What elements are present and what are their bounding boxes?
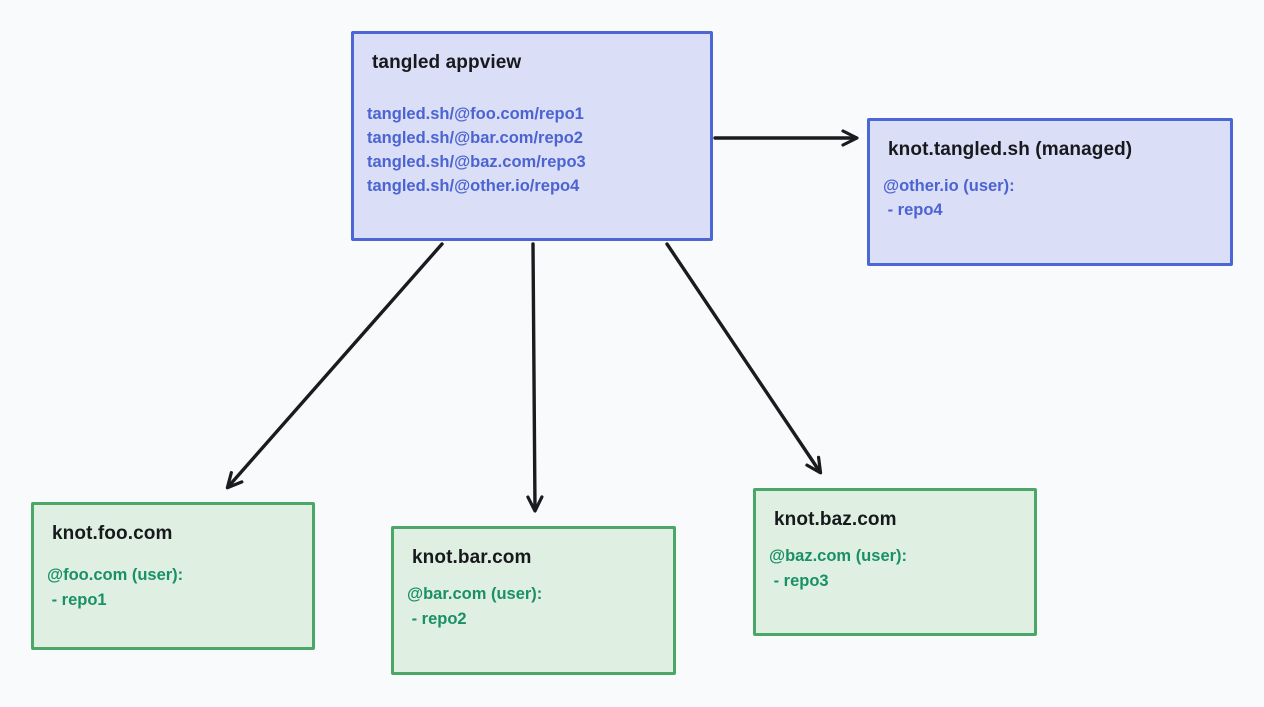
knot-tangled-title: knot.tangled.sh (managed) <box>888 139 1133 160</box>
knot-repo-line: - repo4 <box>883 201 943 219</box>
arrow-appview-to-knot-foo <box>225 242 444 490</box>
appview-node: tangled appview tangled.sh/@foo.com/repo… <box>351 31 713 241</box>
knot-repo-line: - repo3 <box>769 572 829 590</box>
knot-tangled-node: knot.tangled.sh (managed) @other.io (use… <box>867 118 1233 266</box>
knot-baz-node: knot.baz.com @baz.com (user): - repo3 <box>753 488 1037 636</box>
appview-title: tangled appview <box>372 52 522 73</box>
knot-user-line: @bar.com (user): <box>407 585 543 603</box>
knot-repo-line: - repo1 <box>47 591 107 609</box>
knot-foo-title: knot.foo.com <box>52 523 173 544</box>
repo-url-line: tangled.sh/@baz.com/repo3 <box>367 153 586 171</box>
knot-baz-title: knot.baz.com <box>774 509 897 530</box>
appview-repo-list: tangled.sh/@foo.com/repo1 tangled.sh/@ba… <box>354 102 710 198</box>
arrow-appview-to-knot-bar <box>526 242 544 513</box>
knot-user-line: @foo.com (user): <box>47 566 184 584</box>
knot-bar-node: knot.bar.com @bar.com (user): - repo2 <box>391 526 676 675</box>
knot-tangled-detail: @other.io (user): - repo4 <box>870 174 1230 222</box>
knot-user-line: @baz.com (user): <box>769 547 908 565</box>
knot-user-line: @other.io (user): <box>883 177 1015 195</box>
repo-url-line: tangled.sh/@bar.com/repo2 <box>367 129 583 147</box>
arrow-appview-to-knot-baz <box>665 242 823 475</box>
knot-baz-detail: @baz.com (user): - repo3 <box>756 544 1034 594</box>
knot-foo-detail: @foo.com (user): - repo1 <box>34 563 312 613</box>
knot-bar-title: knot.bar.com <box>412 547 532 568</box>
knot-repo-line: - repo2 <box>407 610 467 628</box>
repo-url-line: tangled.sh/@other.io/repo4 <box>367 177 580 195</box>
knot-foo-node: knot.foo.com @foo.com (user): - repo1 <box>31 502 315 650</box>
repo-url-line: tangled.sh/@foo.com/repo1 <box>367 105 584 123</box>
knot-bar-detail: @bar.com (user): - repo2 <box>394 582 673 632</box>
